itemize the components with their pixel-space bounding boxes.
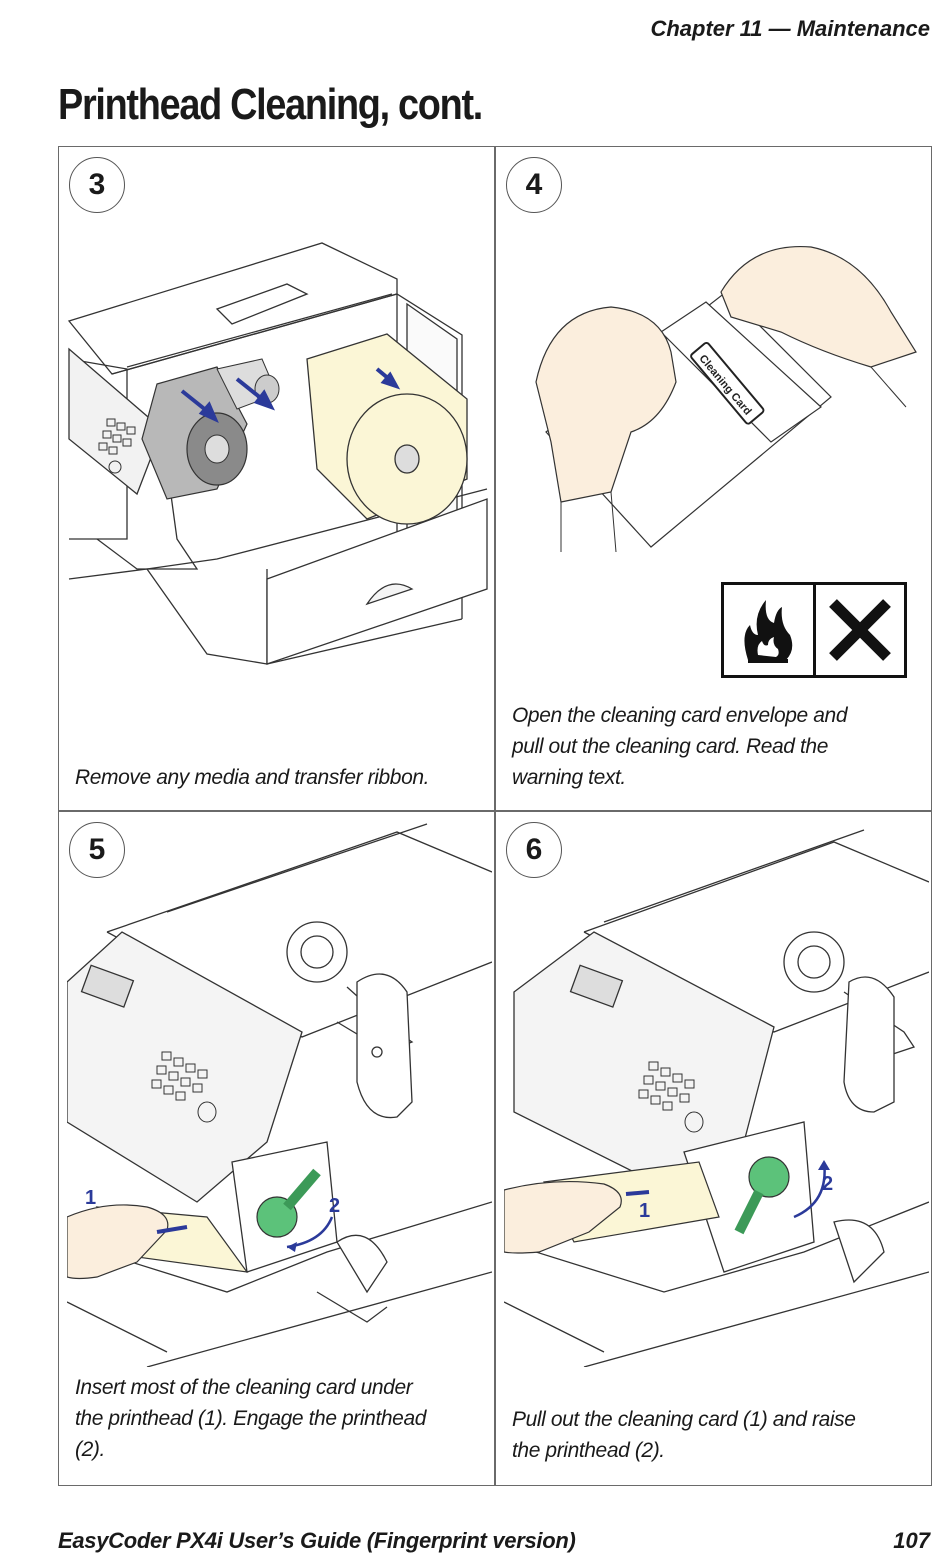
- warning-symbols: [721, 582, 907, 678]
- page-title: Printhead Cleaning, cont.: [58, 80, 483, 129]
- step-3-cell: 3: [59, 147, 494, 810]
- step-number-badge: 5: [69, 822, 125, 878]
- callout-2: 2: [329, 1195, 340, 1217]
- step-caption: Pull out the cleaning card (1) and raise…: [512, 1408, 856, 1462]
- remove-cleaning-card-illustration: 1 2: [504, 829, 929, 1367]
- step-caption: Open the cleaning card envelope and pull…: [512, 704, 848, 789]
- step-number-badge: 6: [506, 822, 562, 878]
- step-5-cell: 5: [59, 812, 494, 1485]
- callout-1: 1: [639, 1200, 650, 1222]
- step-6-cell: 6: [496, 812, 931, 1485]
- harmful-x-icon: [812, 585, 905, 675]
- open-envelope-illustration: Cleaning Card: [535, 245, 917, 552]
- steps-grid: 3: [58, 146, 932, 1486]
- footer-guide-title: EasyCoder PX4i User’s Guide (Fingerprint…: [58, 1528, 576, 1553]
- step-caption: Insert most of the cleaning card under t…: [75, 1376, 426, 1461]
- chapter-header: Chapter 11 — Maintenance: [650, 16, 930, 41]
- callout-1: 1: [85, 1187, 96, 1209]
- insert-cleaning-card-illustration: 1 2: [67, 823, 492, 1367]
- page-number: 107: [893, 1528, 930, 1553]
- flammable-icon: [724, 585, 813, 675]
- printer-media-removal-illustration: [67, 242, 488, 665]
- step-number-badge: 3: [69, 157, 125, 213]
- step-number-badge: 4: [506, 157, 562, 213]
- callout-2: 2: [822, 1173, 833, 1195]
- grid-divider-horizontal: [59, 810, 931, 812]
- step-caption: Remove any media and transfer ribbon.: [75, 766, 430, 789]
- step-4-cell: 4 Cleaning Card Open the cleaning card e…: [496, 147, 931, 810]
- grid-divider-vertical: [494, 147, 496, 1485]
